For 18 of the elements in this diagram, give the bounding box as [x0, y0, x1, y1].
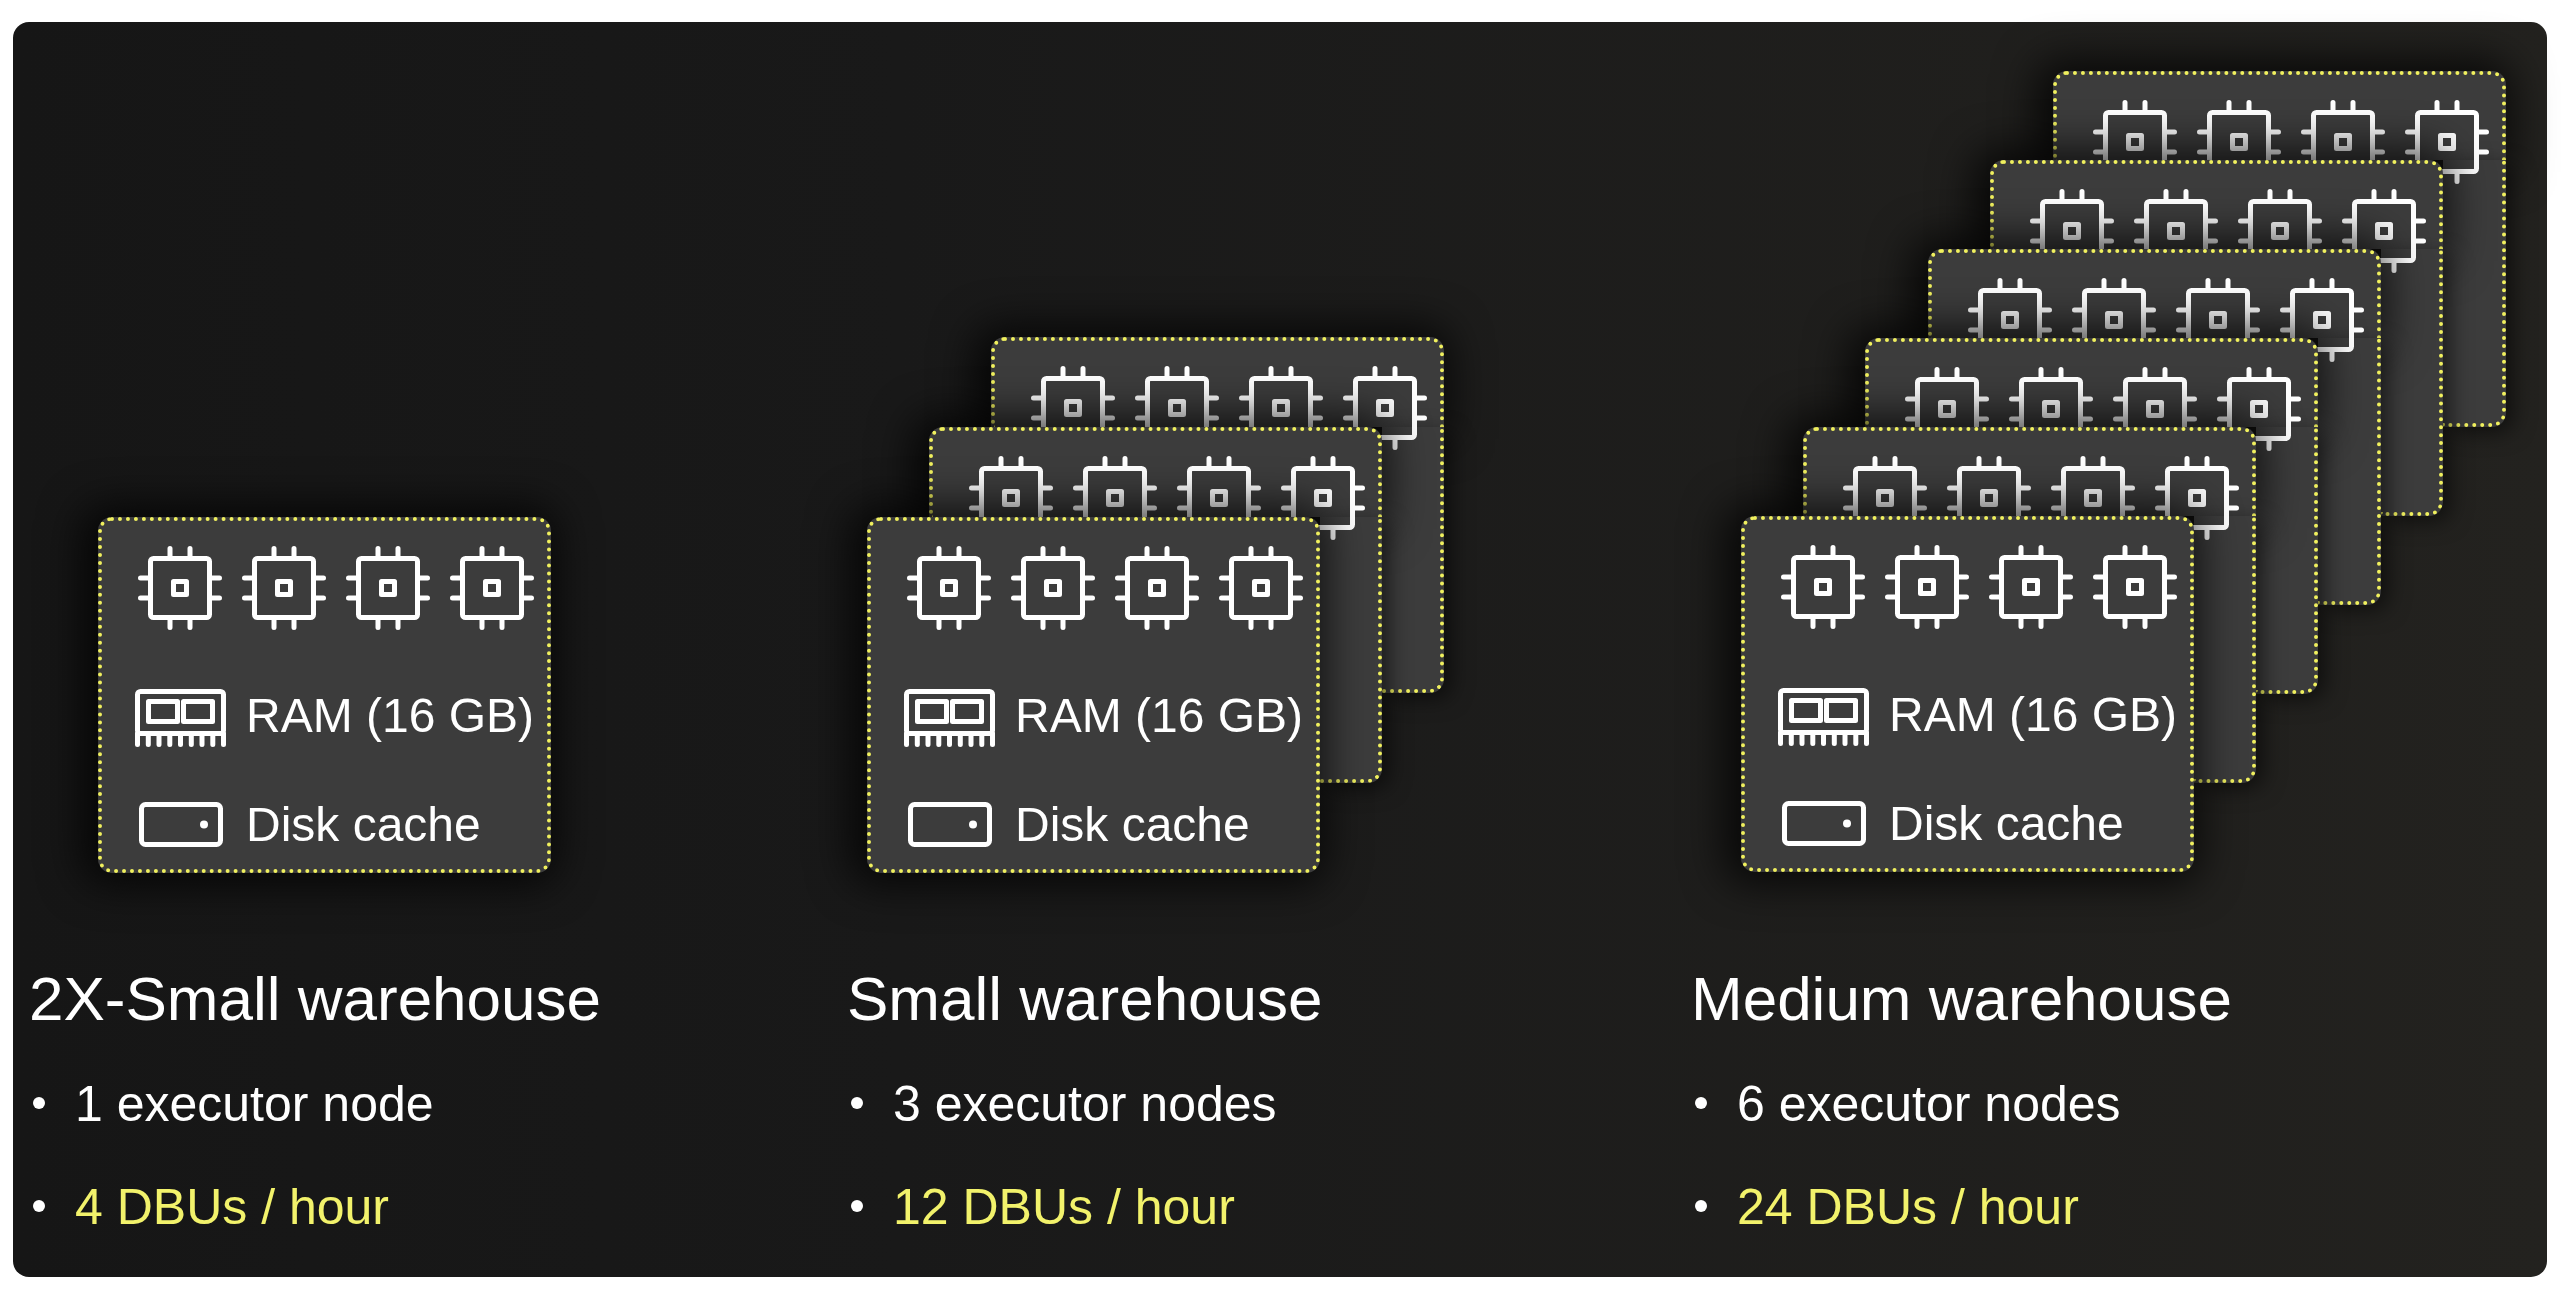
list-item: 1 executor node [33, 1079, 434, 1129]
memory-spec-text: RAM (16 GB) [246, 692, 535, 740]
list-item: 12 DBUs / hour [851, 1182, 1235, 1232]
node-card [867, 517, 1320, 873]
memory-spec-text: RAM (16 GB) [1015, 692, 1304, 740]
list-item: 4 DBUs / hour [33, 1182, 389, 1232]
column-heading: Medium warehouse [1691, 968, 2233, 1030]
memory-spec-text: RAM (16 GB) [1889, 691, 2178, 739]
column-heading: 2X-Small warehouse [29, 968, 602, 1030]
disk-spec-text: Disk cache [1889, 800, 2124, 848]
node-card [98, 517, 551, 873]
list-item: 6 executor nodes [1695, 1079, 2121, 1129]
node-card [1741, 516, 2194, 872]
disk-spec-text: Disk cache [1015, 801, 1250, 849]
column-heading: Small warehouse [847, 968, 1323, 1030]
disk-spec-text: Disk cache [246, 801, 481, 849]
list-item: 3 executor nodes [851, 1079, 1277, 1129]
list-item: 24 DBUs / hour [1695, 1182, 2079, 1232]
